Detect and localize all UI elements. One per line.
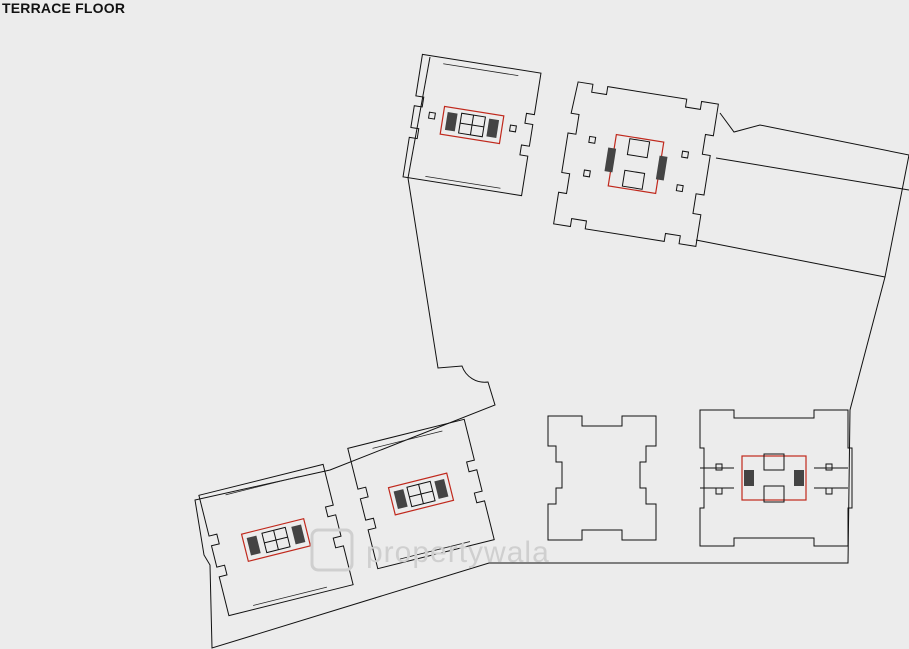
watermark: propertywala xyxy=(310,528,550,572)
site-boundary xyxy=(194,56,909,649)
tower-4 xyxy=(347,418,495,570)
tower-5 xyxy=(699,409,853,547)
tower-1 xyxy=(402,53,542,197)
tower-outline xyxy=(547,415,657,541)
plan-title: TERRACE FLOOR xyxy=(2,0,126,16)
tower-2 xyxy=(553,81,719,247)
tower-3 xyxy=(198,463,354,617)
watermark-text: propertywala xyxy=(366,536,550,569)
